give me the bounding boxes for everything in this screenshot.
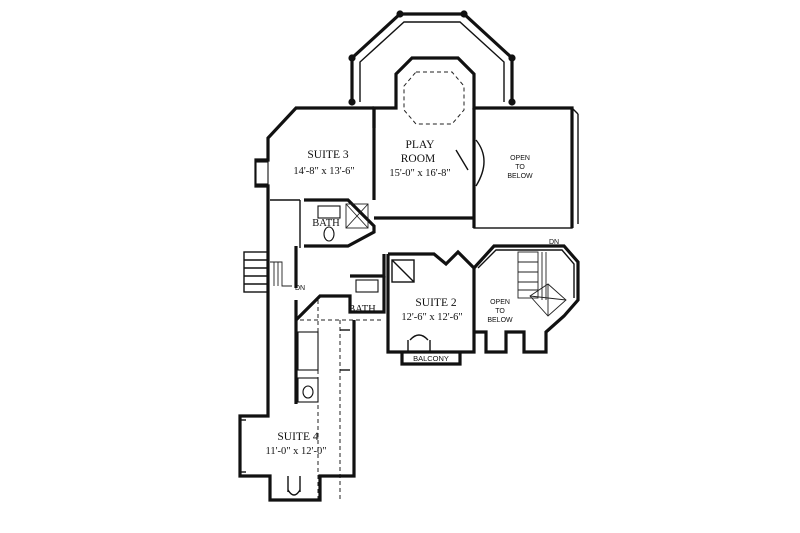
left-stair [243,246,298,293]
balcony-name: BALCONY [413,354,449,363]
suite-2-name: SUITE 2 [415,297,456,309]
play-room-name-line1: PLAY [406,139,436,151]
play-room-size: 15'-0" x 16'-8" [389,168,450,179]
suite-3-name: SUITE 3 [307,149,348,161]
bath-lower [294,276,386,403]
column-post [508,98,516,106]
column-post [348,98,356,106]
column-post [396,10,404,18]
suite-3 [254,106,376,380]
suite-4-name: SUITE 4 [277,431,318,443]
stair-down-right: DN [549,239,559,246]
open-to-below-upper [473,107,579,229]
suite-4-size: 11'-0" x 12'-0" [266,446,327,457]
open-to-below-1-line2: TO [515,164,525,171]
open-to-below-1-line3: BELOW [507,173,533,180]
open-to-below-2-line3: BELOW [487,317,513,324]
bath-upper-name: BATH [312,218,340,229]
suite-3-size: 14'-8" x 13'-6" [293,166,354,177]
column-post [508,54,516,62]
stair-down-left: DN [295,285,305,292]
open-to-below-lower [472,244,580,354]
open-to-below-2-line1: OPEN [490,299,510,306]
column-post [460,10,468,18]
play-room-name-line2: ROOM [401,153,436,165]
play-room [372,56,574,228]
open-to-below-2-line2: TO [495,308,505,315]
open-to-below-1-line1: OPEN [510,155,530,162]
octagon-bay [348,10,516,106]
bath-upper [304,198,376,248]
balcony [400,352,462,366]
bath-lower-name: BATH [348,304,376,315]
column-post [348,54,356,62]
suite-4 [238,320,356,502]
suite-2-size: 12'-6" x 12'-6" [401,312,462,323]
